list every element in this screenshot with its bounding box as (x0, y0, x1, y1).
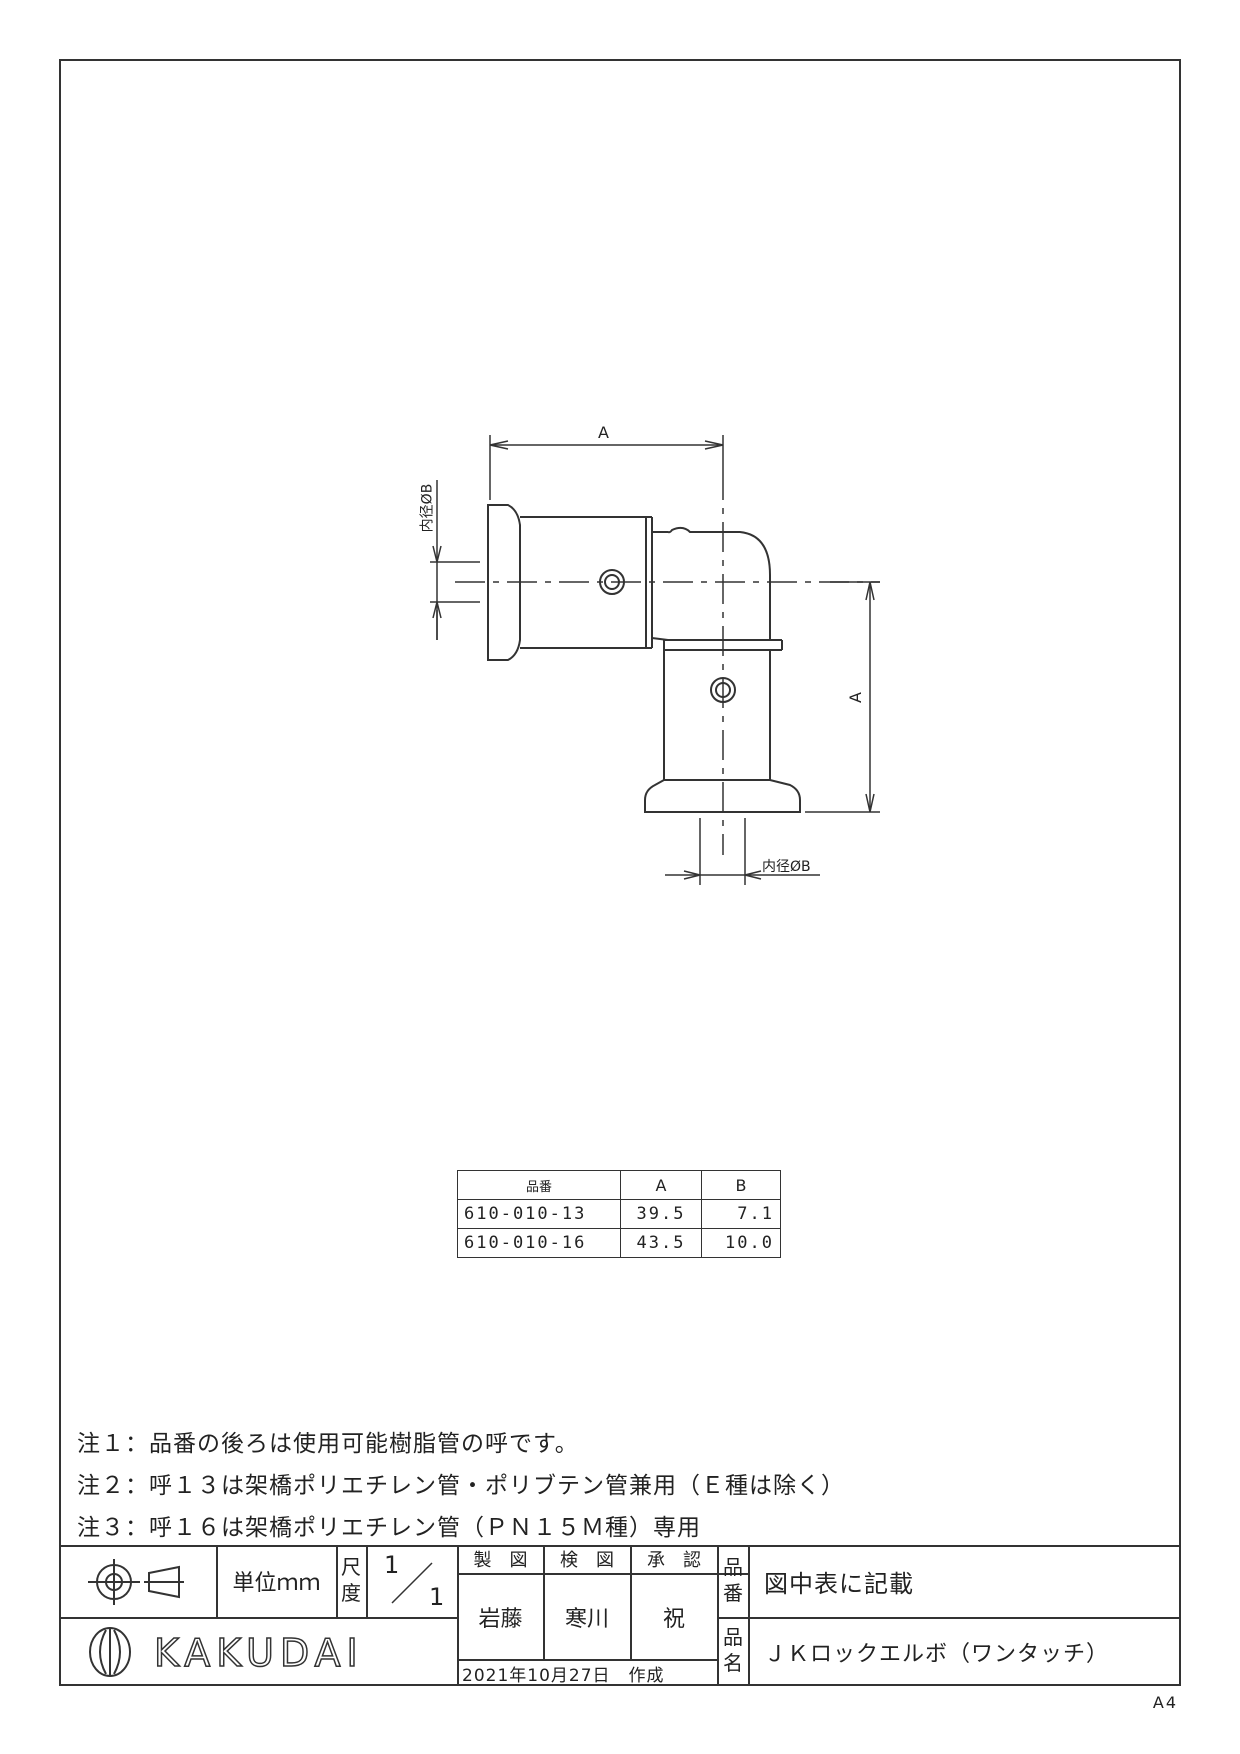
part-no-value: 図中表に記載 (764, 1569, 914, 1598)
spec-cell-a: 39.5 (620, 1199, 702, 1229)
approved-by: 祝 (662, 1607, 685, 1632)
dim-b-left-label: 内径ØB (419, 483, 436, 533)
unit-label: 単位ｍｍ (232, 1571, 321, 1596)
checked-label: 検 図 (560, 1550, 614, 1571)
checked-by: 寒川 (564, 1607, 609, 1632)
approved-label: 承 認 (647, 1550, 701, 1571)
note-3: 注３：呼１６は架橋ポリエチレン管（ＰＮ１５Ｍ種）専用 (77, 1515, 701, 1541)
part-name-label-2: 名 (723, 1651, 743, 1675)
drawing-date: 2021年10月27日 作成 (462, 1665, 665, 1686)
note-2: 注２：呼１３は架橋ポリエチレン管・ポリブテン管兼用（Ｅ種は除く） (77, 1473, 845, 1499)
spec-cell-a: 43.5 (620, 1228, 702, 1258)
part-name-value: ＪＫロックエルボ（ワンタッチ） (764, 1641, 1110, 1667)
scale-denominator: 1 (429, 1583, 445, 1611)
spec-cell-part-no: 610-010-16 (457, 1228, 621, 1258)
paper-size: A4 (1152, 1693, 1178, 1712)
kakudai-logo-icon (89, 1627, 131, 1677)
part-no-label-1: 品 (723, 1555, 743, 1579)
projection-symbol-icon (88, 1559, 184, 1605)
spec-cell-part-no: 610-010-13 (457, 1199, 621, 1229)
company-name: KAKUDAI (153, 1630, 364, 1676)
drawn-label: 製 図 (473, 1550, 528, 1571)
part-no-label-2: 番 (723, 1581, 743, 1605)
spec-header-part-no: 品番 (457, 1170, 621, 1200)
title-block: 単位ｍｍ 尺 度 1 1 KAKUDAI 製 図 検 図 承 認 岩藤 寒川 祝… (59, 1545, 1181, 1686)
part-name-label-1: 品 (723, 1625, 743, 1649)
scale-label-bottom: 度 (341, 1581, 361, 1605)
dim-b-bottom-label: 内径ØB (762, 859, 811, 875)
dim-a-right-label: A (845, 692, 865, 703)
dim-a-top-label: A (598, 423, 609, 442)
spec-table-header: 品番 A B (457, 1170, 781, 1200)
scale-slash (391, 1562, 433, 1604)
spec-cell-b: 10.0 (701, 1228, 781, 1258)
table-row: 610-010-16 43.5 10.0 (457, 1228, 781, 1258)
drawn-by: 岩藤 (478, 1607, 523, 1632)
table-row: 610-010-13 39.5 7.1 (457, 1199, 781, 1229)
drawing-frame (59, 59, 1181, 1686)
spec-header-a: A (620, 1170, 702, 1200)
scale-numerator: 1 (384, 1551, 400, 1579)
spec-header-b: B (701, 1170, 781, 1200)
spec-table: 品番 A B 610-010-13 39.5 7.1 610-010-16 43… (457, 1170, 781, 1258)
spec-cell-b: 7.1 (701, 1199, 781, 1229)
note-1: 注１：品番の後ろは使用可能樹脂管の呼です。 (77, 1431, 579, 1457)
scale-label-top: 尺 (341, 1555, 361, 1579)
